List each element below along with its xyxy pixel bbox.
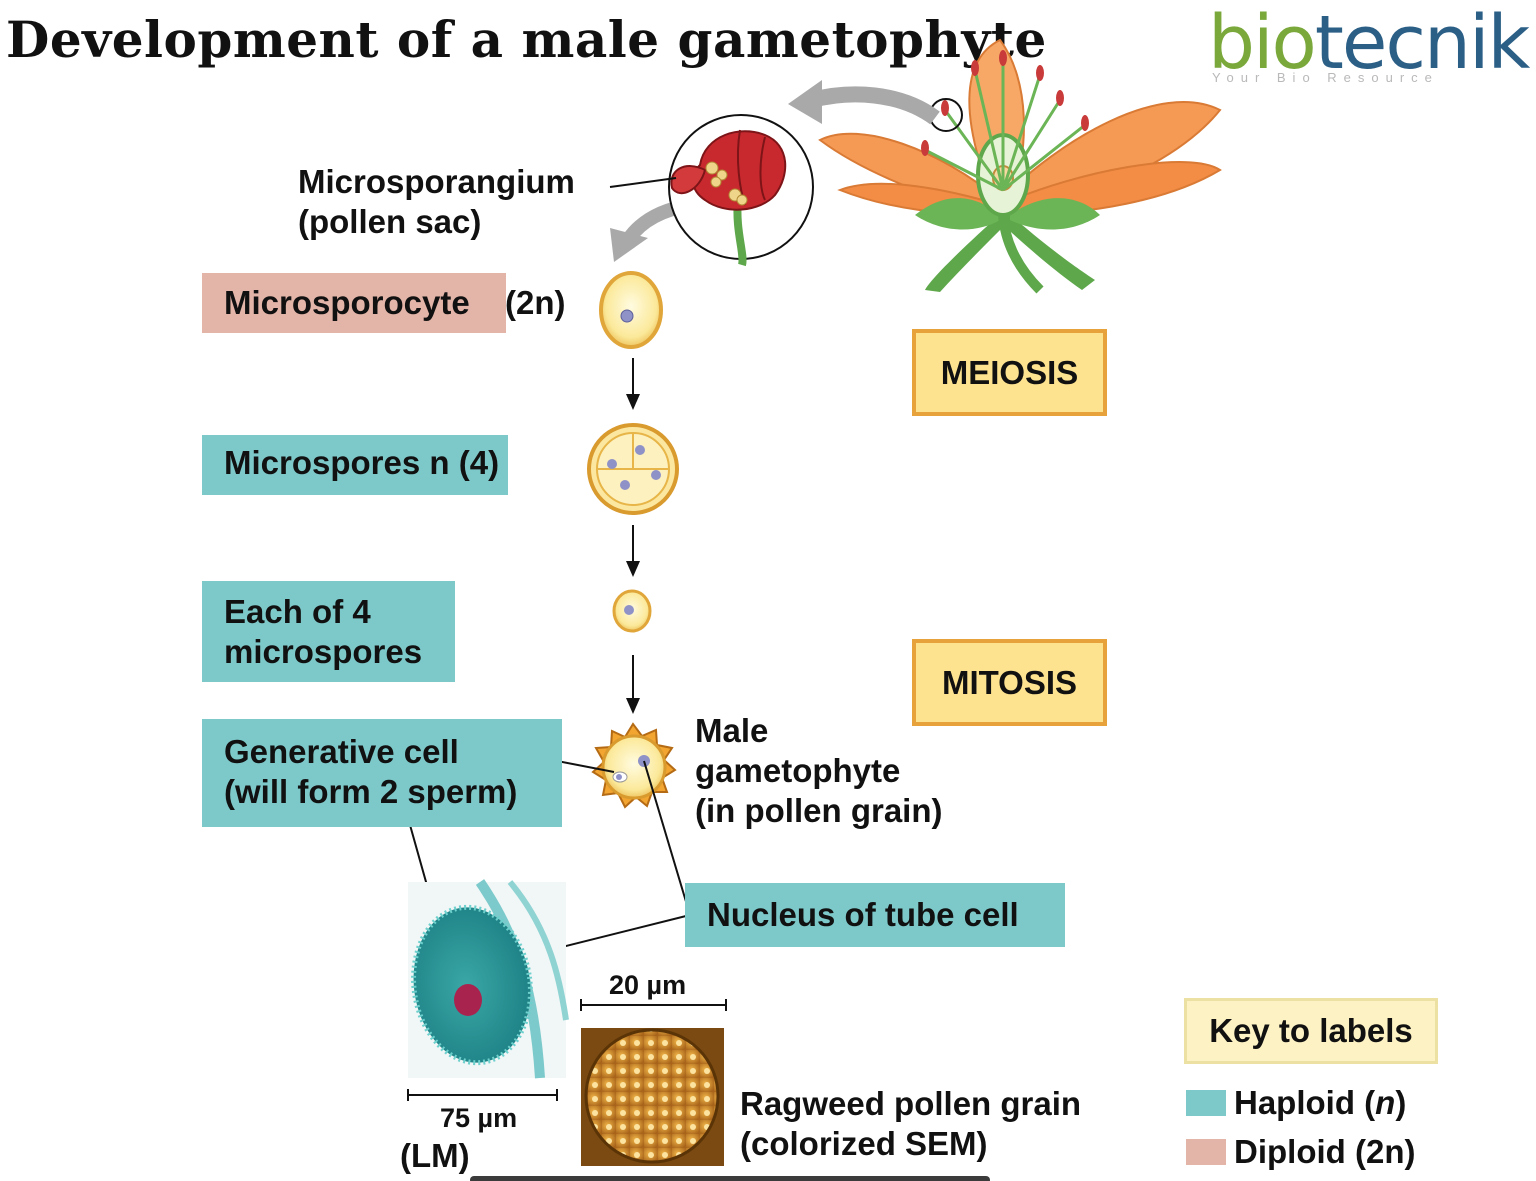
scale-20-label: 20 µm xyxy=(609,970,687,1000)
ragweed-line1: Ragweed pollen grain xyxy=(740,1085,1082,1122)
each-of-4-line1: Each of 4 xyxy=(224,593,371,630)
haploid-label: Haploid xyxy=(1234,1084,1355,1121)
haploid-text: Haploid (n) xyxy=(1234,1084,1407,1121)
generative-cell-label: Generative cell (will form 2 sperm) xyxy=(202,719,562,827)
diploid-label: Diploid xyxy=(1234,1133,1346,1170)
logo-part1: bio xyxy=(1208,0,1317,86)
single-microspore xyxy=(612,589,652,633)
logo-part2: tecnik xyxy=(1314,0,1531,86)
microsporangium-pointer xyxy=(609,177,677,188)
generative-cell-line2: (will form 2 sperm) xyxy=(224,773,518,810)
generative-cell-line1: Generative cell xyxy=(224,733,459,770)
male-gametophyte-line2: gametophyte xyxy=(695,752,901,789)
meiosis-box: MEIOSIS xyxy=(912,329,1107,416)
microsporocyte-cell xyxy=(599,271,663,349)
key-title: Key to labels xyxy=(1184,998,1438,1064)
male-gametophyte-line3: (in pollen grain) xyxy=(695,792,943,829)
ragweed-label: Ragweed pollen grain (colorized SEM) xyxy=(740,1084,1081,1164)
arrow-to-microsporangium xyxy=(788,80,822,124)
flower-illustration xyxy=(818,38,1222,294)
each-of-4-line2: microspores xyxy=(224,633,423,670)
biotecnika-logo: biotecnik xyxy=(1208,0,1531,86)
arrow-down-2 xyxy=(626,561,640,577)
nucleus-tube-cell-label: Nucleus of tube cell xyxy=(685,883,1065,947)
microsporocyte-ploidy: (2n) xyxy=(505,284,566,321)
arrow-down-1 xyxy=(626,394,640,410)
microsporocyte-label: Microsporocyte xyxy=(202,273,506,333)
male-gametophyte-line1: Male xyxy=(695,712,769,749)
lm-label: (LM) xyxy=(400,1137,470,1174)
microspore-tetrad xyxy=(587,423,679,515)
key-item-diploid: Diploid (2n) xyxy=(1186,1132,1416,1172)
haploid-swatch xyxy=(1186,1090,1226,1116)
microspores-label: Microspores n (4) xyxy=(202,435,508,495)
logo-tagline: Your Bio Resource xyxy=(1212,70,1439,85)
ragweed-line2: (colorized SEM) xyxy=(740,1125,988,1162)
arrow-to-microsporocyte xyxy=(610,228,648,262)
microsporangium-line2: (pollen sac) xyxy=(298,203,482,240)
each-of-4-label: Each of 4 microspores xyxy=(202,581,455,682)
diploid-swatch xyxy=(1186,1139,1226,1165)
page-title: Development of a male gametophyte xyxy=(6,10,1047,69)
microsporangium-zoom xyxy=(668,114,814,267)
sem-micrograph xyxy=(581,1028,724,1166)
pollen-grain xyxy=(591,722,677,809)
arrow-down-3 xyxy=(626,698,640,714)
male-gametophyte-label: Male gametophyte (in pollen grain) xyxy=(695,711,942,831)
diploid-text: Diploid (2n) xyxy=(1234,1133,1416,1170)
haploid-symbol: n xyxy=(1375,1084,1396,1121)
scale-75-label: 75 µm xyxy=(440,1103,518,1133)
microsporangium-label: Microsporangium (pollen sac) xyxy=(298,162,575,242)
key-item-haploid: Haploid (n) xyxy=(1186,1083,1406,1123)
microsporangium-line1: Microsporangium xyxy=(298,163,575,200)
mitosis-box: MITOSIS xyxy=(912,639,1107,726)
lm-micrograph xyxy=(408,879,569,1079)
diploid-symbol: 2n xyxy=(1365,1133,1405,1170)
